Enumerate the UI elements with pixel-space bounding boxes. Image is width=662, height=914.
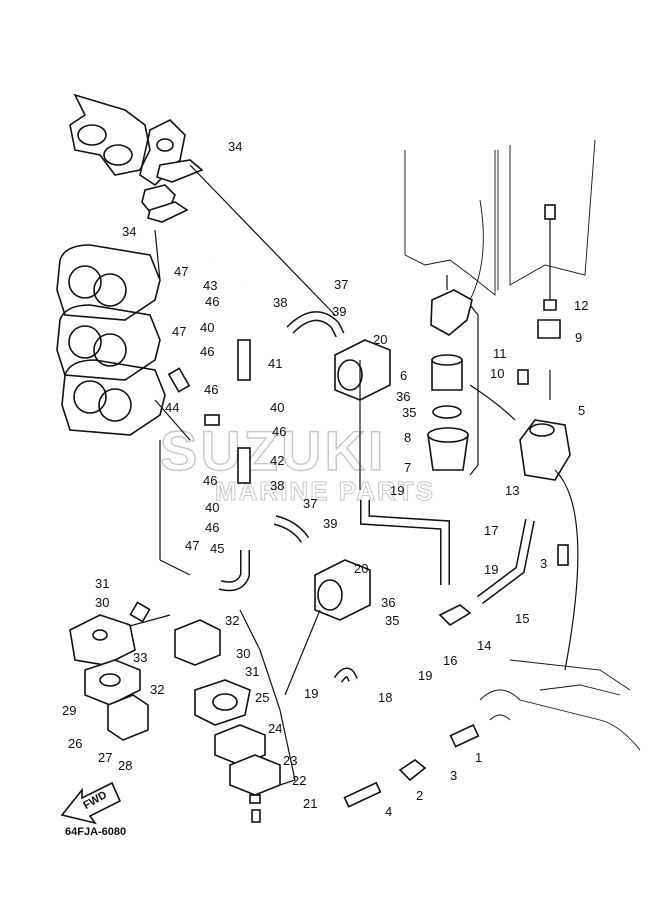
callout-labels: 1 2 3 3 4 5 6 7 8 9 10 11 12 13 14 15 16… <box>62 139 588 819</box>
fwd-arrow: FWD <box>60 781 122 825</box>
callout-15: 15 <box>515 611 529 626</box>
callout-47a: 47 <box>174 264 188 279</box>
callout-40b: 40 <box>270 400 284 415</box>
callout-5: 5 <box>578 403 585 418</box>
callout-42: 42 <box>270 453 284 468</box>
callout-30b: 30 <box>236 646 250 661</box>
callout-3a: 3 <box>450 768 457 783</box>
callout-46c: 46 <box>204 382 218 397</box>
fuel-pump-lower <box>314 559 371 621</box>
callout-3b: 3 <box>540 556 547 571</box>
pump-kit <box>69 601 281 823</box>
fuel-filter <box>517 204 571 481</box>
callout-4: 4 <box>385 804 392 819</box>
callout-39b: 39 <box>323 516 337 531</box>
diagram-code: 64FJA-6080 <box>65 826 126 838</box>
callout-38a: 38 <box>273 295 287 310</box>
callout-46f: 46 <box>205 520 219 535</box>
callout-12: 12 <box>574 298 588 313</box>
watermark-subtitle: MARINE PARTS <box>215 476 435 506</box>
callout-40c: 40 <box>205 500 219 515</box>
callout-24: 24 <box>268 721 282 736</box>
callout-38b: 38 <box>270 478 284 493</box>
watermark-brand: SUZUKI <box>160 419 386 482</box>
callout-46d: 46 <box>272 424 286 439</box>
callout-47b: 47 <box>172 324 186 339</box>
callout-36b: 36 <box>381 595 395 610</box>
callout-46e: 46 <box>203 473 217 488</box>
callout-45: 45 <box>210 541 224 556</box>
callout-20a: 20 <box>373 332 387 347</box>
callout-36a: 36 <box>396 389 410 404</box>
callout-33: 33 <box>133 650 147 665</box>
callout-35a: 35 <box>402 405 416 420</box>
callout-31b: 31 <box>245 664 259 679</box>
callout-16: 16 <box>443 653 457 668</box>
callout-23: 23 <box>283 753 297 768</box>
fuel-pump-upper <box>334 339 391 401</box>
callout-37a: 37 <box>334 277 348 292</box>
filter-group <box>427 275 479 476</box>
callout-19a: 19 <box>390 483 404 498</box>
leader-lines <box>114 164 579 791</box>
callout-9: 9 <box>575 330 582 345</box>
callout-11: 11 <box>493 346 507 361</box>
callout-13: 13 <box>505 483 519 498</box>
callout-10: 10 <box>490 366 504 381</box>
callout-21: 21 <box>303 796 317 811</box>
watermark: SUZUKI MARINE PARTS <box>159 418 435 506</box>
callout-1: 1 <box>475 750 482 765</box>
callout-47c: 47 <box>185 538 199 553</box>
callout-8: 8 <box>404 430 411 445</box>
callout-26: 26 <box>68 736 82 751</box>
callout-34b: 34 <box>122 224 136 239</box>
callout-46b: 46 <box>200 344 214 359</box>
callout-29: 29 <box>62 703 76 718</box>
callout-37b: 37 <box>303 496 317 511</box>
callout-46a: 46 <box>205 294 219 309</box>
callout-7: 7 <box>404 460 411 475</box>
hoses <box>167 256 569 808</box>
callout-44: 44 <box>165 400 179 415</box>
callout-31a: 31 <box>95 576 109 591</box>
callout-20b: 20 <box>354 561 368 576</box>
callout-22: 22 <box>292 773 306 788</box>
callout-32b: 32 <box>150 682 164 697</box>
callout-35b: 35 <box>385 613 399 628</box>
callout-19c: 19 <box>418 668 432 683</box>
callout-39a: 39 <box>332 304 346 319</box>
callout-19b: 19 <box>484 562 498 577</box>
callout-43: 43 <box>203 278 217 293</box>
callout-41: 41 <box>268 356 282 371</box>
callout-40a: 40 <box>200 320 214 335</box>
callout-27: 27 <box>98 750 112 765</box>
callout-28: 28 <box>118 758 132 773</box>
callout-14: 14 <box>477 638 491 653</box>
callout-32a: 32 <box>225 613 239 628</box>
lower-housing <box>479 659 641 751</box>
callout-34a: 34 <box>228 139 242 154</box>
callout-19d: 19 <box>304 686 318 701</box>
callout-25: 25 <box>255 690 269 705</box>
engine-outline-right <box>404 139 596 301</box>
callout-18: 18 <box>378 690 392 705</box>
callout-30a: 30 <box>95 595 109 610</box>
callout-2: 2 <box>416 788 423 803</box>
callout-6: 6 <box>400 368 407 383</box>
callout-17: 17 <box>484 523 498 538</box>
